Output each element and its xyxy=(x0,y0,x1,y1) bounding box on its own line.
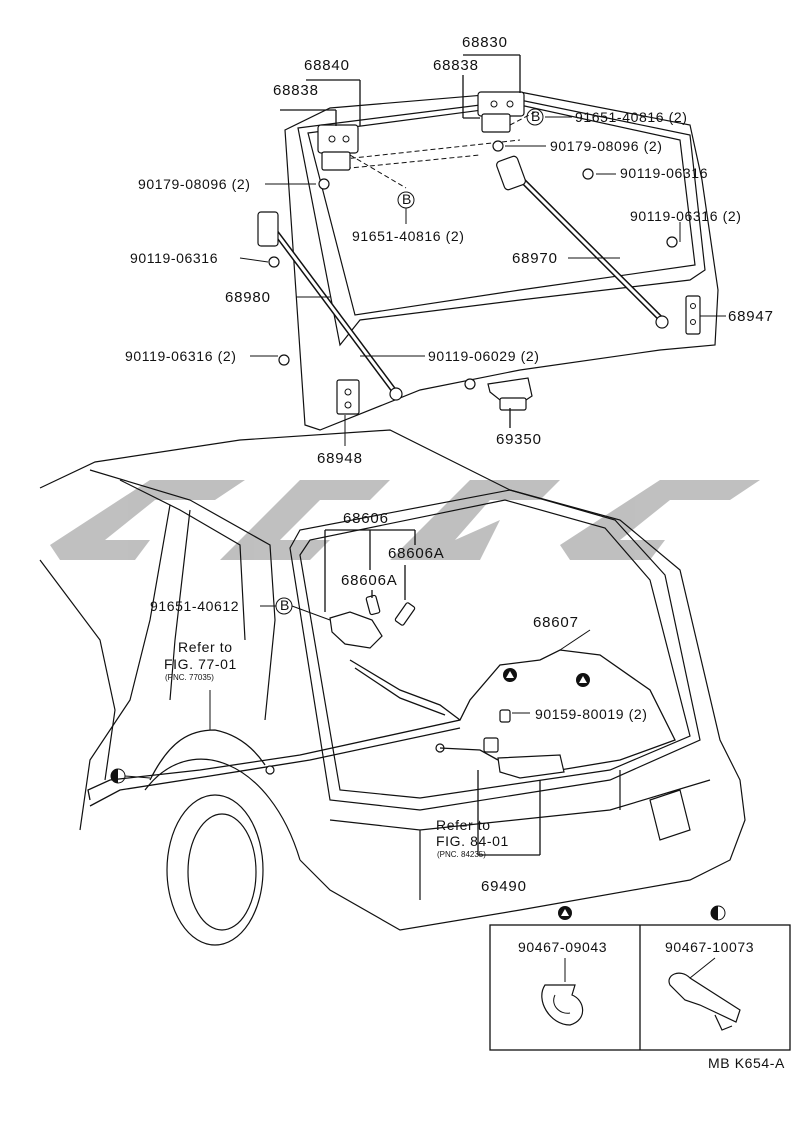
part-label-68838-right: 68838 xyxy=(433,57,479,74)
part-label-68840: 68840 xyxy=(304,57,350,74)
clamp-symbols xyxy=(110,668,590,784)
bolts-upper xyxy=(268,140,678,366)
part-label-68838-left: 68838 xyxy=(273,82,319,99)
part-label-69350: 69350 xyxy=(496,431,542,448)
part-label-68606A-top: 68606A xyxy=(388,545,445,562)
leader-lines-lower xyxy=(209,605,591,856)
part-label-91651-40816-right: 91651-40816 (2) xyxy=(575,109,688,125)
part-label-90179-08096-right: 90179-08096 (2) xyxy=(550,138,663,154)
watermark-logo xyxy=(50,480,760,560)
part-label-91651-40612: 91651-40612 xyxy=(150,598,239,614)
ref-line-3: (PNC. 77035) xyxy=(165,673,214,682)
hinge-left xyxy=(317,80,361,171)
part-label-90119-06316-left: 90119-06316 xyxy=(130,250,218,266)
part-label-68606: 68606 xyxy=(343,510,389,527)
part-label-90159-80019: 90159-80019 (2) xyxy=(535,706,648,722)
part-label-69490: 69490 xyxy=(481,878,527,895)
part-label-68947: 68947 xyxy=(728,308,774,325)
part-label-90119-06316-right: 90119-06316 xyxy=(620,165,708,181)
part-label-90179-08096-left: 90179-08096 (2) xyxy=(138,176,251,192)
part-label-68948: 68948 xyxy=(317,450,363,467)
part-label-90119-06316-left-2: 90119-06316 (2) xyxy=(125,348,236,364)
ref-line-1: Refer to xyxy=(436,817,491,833)
reference-note-fig-84: Refer to FIG. 84-01 (PNC. 84235) xyxy=(436,817,509,859)
bolt-symbol-label: B xyxy=(531,108,541,124)
lock-69350 xyxy=(464,377,533,428)
ref-line-1: Refer to xyxy=(178,639,233,655)
handle-68606 xyxy=(291,529,416,649)
part-label-68830: 68830 xyxy=(462,34,508,51)
ref-line-2: FIG. 84-01 xyxy=(436,833,509,849)
release-cables xyxy=(87,649,676,807)
inset-box xyxy=(489,905,791,1051)
inset-label-right: 90467-10073 xyxy=(665,939,754,955)
ref-line-2: FIG. 77-01 xyxy=(164,656,237,672)
car-body xyxy=(39,429,746,946)
diagram-code: MB K654-A xyxy=(708,1055,785,1071)
stay-left xyxy=(257,211,403,401)
ref-line-3: (PNC. 84235) xyxy=(437,850,486,859)
clamp-right-drawing xyxy=(668,957,741,1031)
inset-label-left: 90467-09043 xyxy=(518,939,607,955)
part-label-91651-40816-left: 91651-40816 (2) xyxy=(352,228,465,244)
part-label-90119-06029: 90119-06029 (2) xyxy=(428,348,539,364)
leader-lines-upper xyxy=(239,111,726,446)
bracket-68947 xyxy=(685,295,701,335)
part-label-90119-06316-right-2: 90119-06316 (2) xyxy=(630,208,741,224)
bolt-symbol-label: B xyxy=(280,597,290,613)
part-label-68970: 68970 xyxy=(512,250,558,267)
hinge-right xyxy=(462,55,525,133)
part-label-68980: 68980 xyxy=(225,289,271,306)
clamp-left-drawing xyxy=(541,958,584,1026)
part-label-68607: 68607 xyxy=(533,614,579,631)
reference-note-fig-77: Refer to FIG. 77-01 (PNC. 77035) xyxy=(164,639,237,682)
part-label-68606A-mid: 68606A xyxy=(341,572,398,589)
stay-right xyxy=(496,155,669,329)
bracket-68948 xyxy=(336,379,360,415)
bolt-symbol-label: B xyxy=(402,191,412,207)
